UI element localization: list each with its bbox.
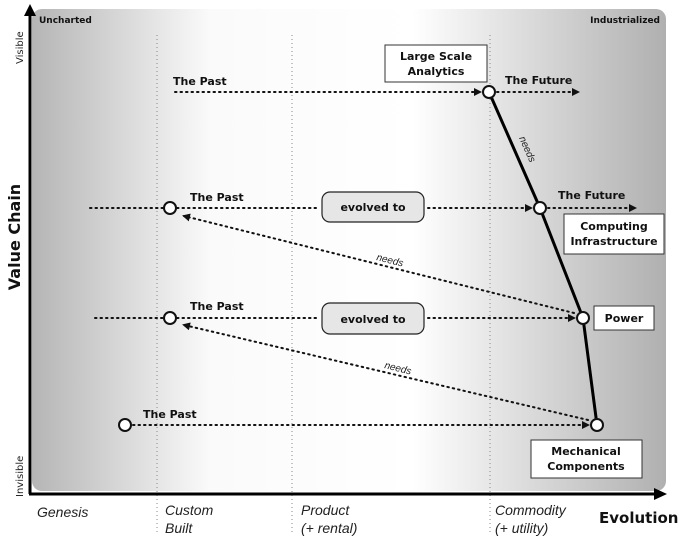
computing-label-2: Infrastructure — [570, 235, 657, 248]
future-label: The Future — [505, 74, 572, 87]
stage-custom-2: Built — [165, 520, 193, 536]
y-axis-arrow-icon — [24, 4, 36, 16]
computing-past-node[interactable] — [163, 201, 177, 215]
past-label: The Past — [143, 408, 197, 421]
y-axis-invisible: Invisible — [15, 456, 26, 497]
map-background — [32, 9, 666, 491]
analytics-box — [384, 44, 488, 83]
x-axis-arrow-icon — [654, 488, 667, 500]
region-uncharted: Uncharted — [39, 16, 92, 26]
stage-commodity: Commodity — [495, 502, 567, 518]
analytics-node[interactable] — [482, 85, 496, 99]
stage-custom: Custom — [165, 502, 214, 518]
region-industrialized: Industrialized — [590, 16, 660, 26]
evolved-to-label: evolved to — [340, 201, 406, 214]
power-node[interactable] — [576, 311, 590, 325]
stage-genesis: Genesis — [37, 504, 88, 520]
past-label: The Past — [190, 191, 244, 204]
value-chain-line — [487, 91, 599, 426]
analytics-label-1: Large Scale — [400, 50, 472, 63]
evolved-to-box — [321, 191, 425, 223]
evolved-to-box — [321, 302, 425, 335]
stage-product: Product — [301, 502, 350, 518]
mechanical-past-node[interactable] — [118, 418, 132, 432]
computing-node[interactable] — [533, 201, 547, 215]
past-label: The Past — [173, 75, 227, 88]
y-axis-visible: Visible — [15, 31, 26, 64]
computing-label-1: Computing — [580, 220, 648, 233]
power-box — [593, 305, 655, 331]
computing-box — [563, 213, 665, 255]
mechanical-label-1: Mechanical — [551, 445, 621, 458]
past-label: The Past — [190, 300, 244, 313]
evolved-to-label: evolved to — [340, 313, 406, 326]
needs-link — [182, 322, 589, 421]
mechanical-label-2: Components — [547, 460, 625, 473]
needs-link — [182, 213, 575, 314]
analytics-label-2: Analytics — [408, 65, 465, 78]
y-axis-title: Value Chain — [5, 184, 24, 290]
mechanical-box — [530, 439, 643, 479]
x-axis-title: Evolution — [599, 509, 678, 527]
power-past-node[interactable] — [163, 311, 177, 325]
future-label: The Future — [558, 189, 625, 202]
power-label: Power — [605, 312, 644, 325]
stage-commodity-2: (+ utility) — [495, 520, 548, 536]
mechanical-node[interactable] — [590, 418, 604, 432]
stage-product-2: (+ rental) — [301, 520, 357, 536]
